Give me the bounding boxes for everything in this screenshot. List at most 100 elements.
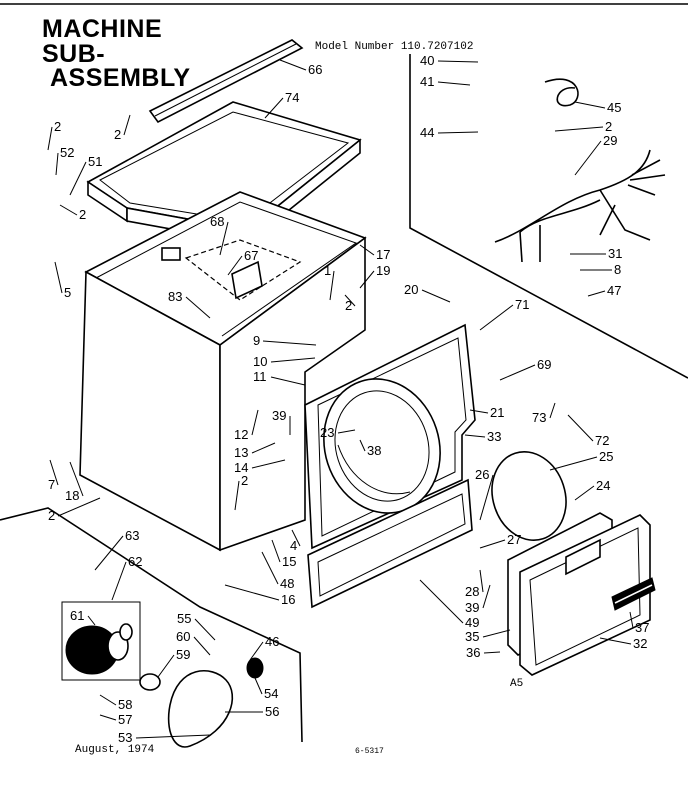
leader-line-2 bbox=[47, 126, 53, 151]
callout-10: 10 bbox=[253, 354, 267, 369]
leader-line-33 bbox=[464, 434, 486, 438]
wire-section-divider bbox=[409, 54, 688, 379]
callout-54: 54 bbox=[264, 686, 278, 701]
callout-38: 38 bbox=[367, 443, 381, 458]
callout-2: 2 bbox=[241, 473, 248, 488]
callout-5: 5 bbox=[64, 285, 71, 300]
leader-line-2 bbox=[234, 480, 240, 511]
leader-line-4 bbox=[291, 529, 301, 547]
leader-line-54 bbox=[254, 677, 263, 695]
leader-line-71 bbox=[479, 304, 514, 331]
leader-line-2 bbox=[123, 114, 131, 136]
leader-line-27 bbox=[479, 539, 506, 549]
callout-69: 69 bbox=[537, 357, 551, 372]
leader-line-48 bbox=[261, 551, 279, 585]
title-block: MACHINE SUB- ASSEMBLY bbox=[42, 15, 191, 92]
leader-line-47 bbox=[587, 290, 606, 297]
callout-61: 61 bbox=[70, 608, 84, 623]
leader-line-53 bbox=[135, 734, 211, 739]
door-handle bbox=[611, 577, 656, 611]
callout-2: 2 bbox=[605, 119, 612, 134]
callout-51: 51 bbox=[88, 154, 102, 169]
leader-line-13 bbox=[251, 442, 276, 454]
leader-line-29 bbox=[574, 140, 602, 176]
leader-line-26 bbox=[479, 474, 494, 521]
leader-line-61 bbox=[87, 615, 96, 626]
leader-line-2 bbox=[554, 126, 604, 132]
front-bulkhead bbox=[304, 323, 476, 550]
callout-26: 26 bbox=[475, 467, 489, 482]
callout-11: 11 bbox=[253, 369, 267, 384]
leader-line-63 bbox=[94, 535, 124, 571]
toe-panel bbox=[307, 478, 473, 609]
callout-20: 20 bbox=[404, 282, 418, 297]
leader-line-11 bbox=[270, 376, 306, 386]
leader-line-24 bbox=[574, 485, 595, 501]
title-line-1: MACHINE bbox=[42, 15, 162, 43]
leader-line-52 bbox=[55, 152, 59, 176]
date-stamp: August, 1974 bbox=[75, 744, 155, 756]
leader-line-69 bbox=[499, 364, 536, 381]
wire-harness bbox=[494, 149, 666, 263]
callout-55: 55 bbox=[177, 611, 191, 626]
callout-2: 2 bbox=[79, 207, 86, 222]
leader-line-21 bbox=[469, 409, 489, 414]
callout-63: 63 bbox=[125, 528, 139, 543]
callout-49: 49 bbox=[465, 615, 479, 630]
callout-2: 2 bbox=[345, 298, 352, 313]
callout-47: 47 bbox=[607, 283, 621, 298]
callout-72: 72 bbox=[595, 433, 609, 448]
leader-line-49 bbox=[419, 579, 464, 624]
callout-59: 59 bbox=[176, 647, 190, 662]
drawing-ref: 6-5317 bbox=[355, 747, 384, 756]
leader-line-36 bbox=[483, 651, 501, 654]
callout-62: 62 bbox=[128, 554, 142, 569]
cabinet bbox=[79, 191, 367, 552]
callout-23: 23 bbox=[320, 425, 334, 440]
leader-line-39 bbox=[482, 584, 491, 609]
leader-line-18 bbox=[69, 461, 84, 497]
leader-line-23 bbox=[337, 429, 356, 434]
leader-line-40 bbox=[437, 60, 479, 63]
leader-line-55 bbox=[194, 618, 216, 641]
callout-29: 29 bbox=[603, 133, 617, 148]
callout-2: 2 bbox=[54, 119, 61, 134]
leader-line-74 bbox=[264, 97, 284, 119]
callout-32: 32 bbox=[633, 636, 647, 651]
leader-line-1 bbox=[329, 270, 335, 301]
callout-2: 2 bbox=[48, 508, 55, 523]
callout-18: 18 bbox=[65, 488, 79, 503]
leader-line-2 bbox=[59, 204, 78, 216]
callout-9: 9 bbox=[253, 333, 260, 348]
callout-46: 46 bbox=[265, 634, 279, 649]
title-line-3: ASSEMBLY bbox=[50, 64, 191, 92]
leader-line-60 bbox=[193, 636, 211, 656]
callout-57: 57 bbox=[118, 712, 132, 727]
callout-24: 24 bbox=[596, 478, 610, 493]
idler-pulley bbox=[246, 657, 264, 679]
leader-line-32 bbox=[599, 637, 632, 645]
callout-28: 28 bbox=[465, 584, 479, 599]
leader-line-16 bbox=[224, 584, 280, 601]
callout-66: 66 bbox=[308, 62, 322, 77]
leader-line-28 bbox=[479, 569, 484, 593]
leader-line-66 bbox=[279, 59, 307, 71]
callout-19: 19 bbox=[376, 263, 390, 278]
leader-line-59 bbox=[157, 654, 175, 678]
leader-line-20 bbox=[421, 289, 451, 303]
callout-27: 27 bbox=[507, 532, 521, 547]
callout-52: 52 bbox=[60, 145, 74, 160]
leader-line-73 bbox=[549, 402, 556, 419]
callout-4: 4 bbox=[290, 538, 297, 553]
callout-67: 67 bbox=[244, 248, 258, 263]
callout-17: 17 bbox=[376, 247, 390, 262]
door-assembly bbox=[507, 512, 651, 676]
title-line-2: SUB- bbox=[42, 40, 105, 68]
leader-line-62 bbox=[111, 561, 127, 601]
pulley bbox=[139, 673, 161, 691]
leader-line-2 bbox=[57, 497, 101, 517]
leader-line-44 bbox=[437, 131, 479, 134]
callout-71: 71 bbox=[515, 297, 529, 312]
